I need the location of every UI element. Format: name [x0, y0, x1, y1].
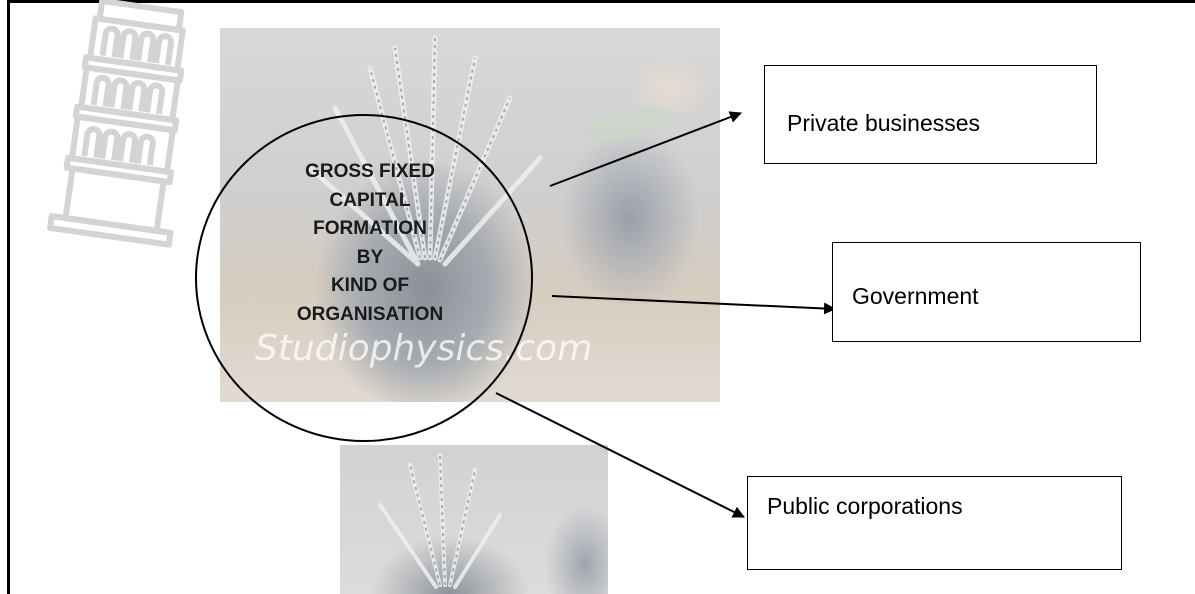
page-border — [7, 0, 1195, 594]
branch-box-private-businesses: Private businesses — [764, 65, 1097, 164]
branch-box-public-corporations: Public corporations — [747, 476, 1122, 570]
center-circle — [195, 114, 533, 442]
center-line-6: ORGANISATION — [296, 303, 444, 325]
arrow-public — [495, 392, 745, 518]
center-concept-label: GROSS FIXED CAPITAL FORMATION BY KIND OF… — [245, 158, 495, 329]
center-line-5: KIND OF — [330, 275, 410, 296]
plant-photo-bottom — [340, 445, 608, 594]
branch-label-public-corporations: Public corporations — [767, 493, 963, 519]
plant-photo — [220, 28, 720, 402]
arrow-private — [549, 111, 742, 187]
center-line-3: FORMATION — [313, 218, 427, 239]
watermark-text: Studiophysics.com — [255, 328, 593, 369]
branch-label-private-businesses: Private businesses — [787, 110, 981, 136]
center-line-1: GROSS FIXED — [305, 161, 435, 182]
branch-box-government: Government — [832, 242, 1141, 342]
center-line-2: CAPITAL — [329, 189, 411, 211]
center-line-4: BY — [356, 246, 384, 268]
branch-label-government: Government — [852, 283, 979, 309]
arrow-government — [551, 295, 836, 315]
leaning-tower-icon — [47, 0, 186, 248]
